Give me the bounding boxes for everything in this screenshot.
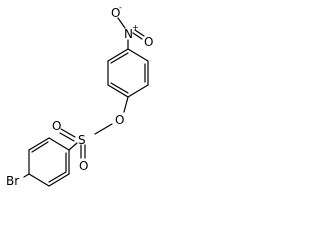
bond bbox=[123, 96, 129, 113]
charge-plus: + bbox=[132, 23, 139, 32]
atom-sulfur: S bbox=[78, 133, 86, 147]
bond bbox=[94, 123, 113, 135]
bond-double-inner bbox=[110, 82, 129, 94]
bond-double-inner bbox=[110, 52, 129, 64]
sulfonyl-group bbox=[59, 128, 86, 159]
bond bbox=[132, 32, 143, 40]
bond bbox=[59, 132, 75, 142]
atom-nitro-o-top: O bbox=[111, 6, 120, 20]
ester-link bbox=[94, 96, 129, 135]
atom-nitro-n: N bbox=[124, 27, 133, 41]
bond bbox=[48, 137, 70, 151]
nitrophenyl-ring bbox=[107, 48, 149, 98]
atom-sulfonyl-o-bottom: O bbox=[79, 159, 88, 173]
bond bbox=[48, 173, 70, 187]
atom-sulfonyl-o-left: O bbox=[52, 119, 61, 133]
atom-ester-o: O bbox=[115, 113, 124, 127]
bond bbox=[28, 137, 50, 151]
bond bbox=[68, 142, 78, 151]
bond bbox=[107, 48, 129, 62]
structure-diagram: N + O - O O S O O Br bbox=[0, 0, 168, 201]
bromophenyl-ring bbox=[28, 137, 70, 187]
nitro-group bbox=[117, 17, 145, 50]
atom-nitro-o-right: O bbox=[144, 35, 153, 49]
bond bbox=[127, 84, 149, 98]
bond bbox=[127, 48, 149, 62]
bond bbox=[134, 29, 145, 37]
bond bbox=[28, 173, 50, 187]
molecule-drawing: N + O - O O S O O Br bbox=[6, 3, 153, 188]
bond bbox=[23, 173, 30, 178]
bond bbox=[60, 128, 76, 138]
bond bbox=[117, 17, 126, 29]
bond bbox=[107, 84, 129, 98]
bond-double-inner bbox=[48, 171, 67, 183]
charge-minus: - bbox=[119, 3, 122, 12]
atom-bromine: Br bbox=[6, 174, 19, 188]
bond-double-inner bbox=[31, 141, 49, 153]
